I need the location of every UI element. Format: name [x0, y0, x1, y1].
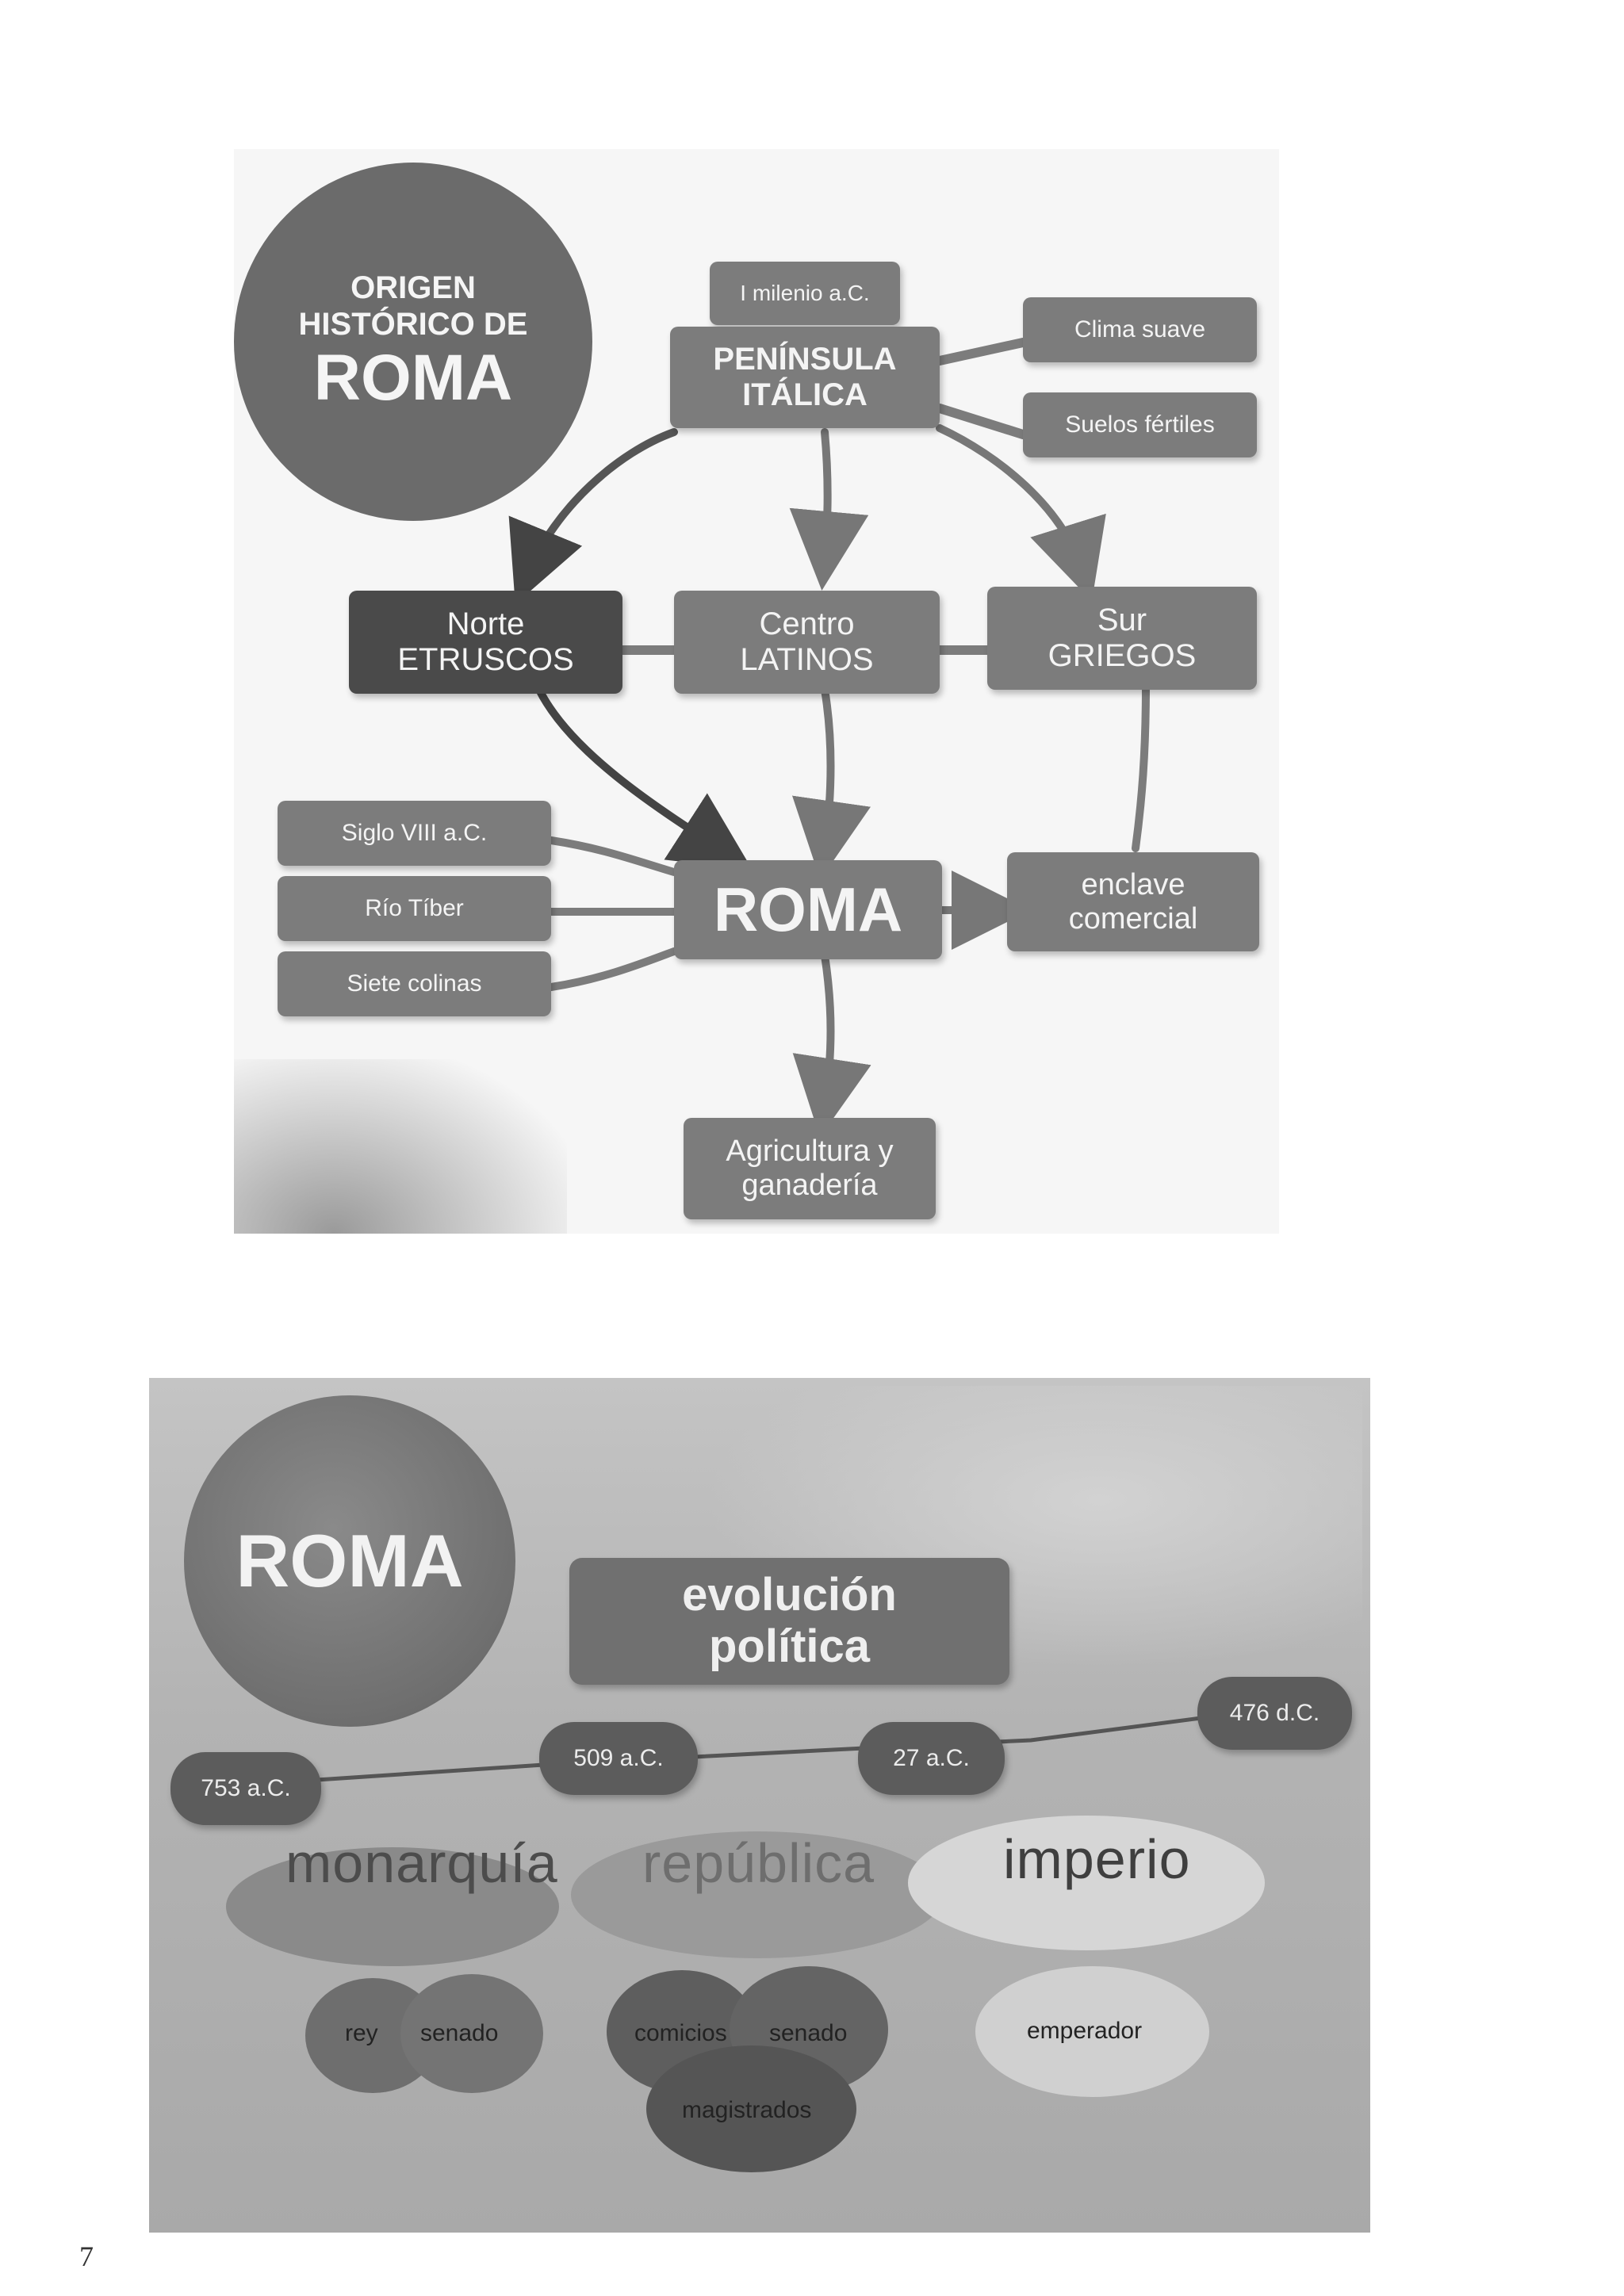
label-magistrados: magistrados — [682, 2097, 812, 2123]
imperio-blob — [908, 1816, 1265, 1950]
node-centro-latinos: Centro LATINOS — [674, 591, 940, 694]
page-number: 7 — [79, 2241, 94, 2272]
origin-title-line2: HISTÓRICO DE — [298, 306, 528, 342]
emperador-blob — [975, 1966, 1209, 2097]
senado-monarquia-blob — [400, 1974, 543, 2093]
connector-peninsula-clima — [935, 338, 1028, 365]
node-enclave-comercial: enclave comercial — [1007, 852, 1259, 951]
node-milenio: I milenio a.C. — [710, 262, 900, 325]
monarquia-blob — [226, 1847, 559, 1966]
date-27: 27 a.C. — [858, 1722, 1005, 1795]
node-norte-etruscos: Norte ETRUSCOS — [349, 591, 622, 694]
node-roma-central: ROMA — [674, 860, 942, 959]
stage-imperio: imperio — [1003, 1828, 1191, 1890]
stage-republica: república — [642, 1832, 875, 1894]
origin-title-line1: ORIGEN — [350, 270, 476, 305]
corner-shading — [234, 1059, 567, 1234]
label-senado-republica: senado — [769, 2020, 848, 2046]
republica-blob — [571, 1831, 944, 1958]
evolucion-politica-title: evolución política — [569, 1558, 1009, 1685]
node-siglo-viii: Siglo VIII a.C. — [278, 801, 551, 866]
arrow-norte-roma — [535, 686, 753, 870]
label-emperador: emperador — [1027, 2018, 1143, 2044]
node-siete-colinas: Siete colinas — [278, 951, 551, 1016]
node-sur-griegos: Sur GRIEGOS — [987, 587, 1257, 690]
arrow-peninsula-centro — [789, 428, 869, 591]
connector-peninsula-suelos — [935, 404, 1028, 439]
label-comicios: comicios — [634, 2020, 727, 2046]
label-senado-monarquia: senado — [420, 2020, 499, 2046]
roma-title-text: ROMA — [236, 1519, 464, 1602]
node-agricultura-ganaderia: Agricultura y ganadería — [684, 1118, 936, 1219]
node-clima-suave: Clima suave — [1023, 297, 1257, 362]
date-476: 476 d.C. — [1197, 1677, 1352, 1750]
arrow-centro-roma — [791, 686, 871, 880]
node-rio-tiber: Río Tíber — [278, 876, 551, 941]
arrow-peninsula-sur — [936, 424, 1106, 602]
node-peninsula-italica: PENÍNSULA ITÁLICA — [670, 327, 940, 428]
connector-sur-enclave — [1132, 682, 1150, 852]
arrow-roma-agricultura — [792, 951, 871, 1138]
arrow-peninsula-norte — [508, 428, 678, 604]
origin-title-line3: ROMA — [313, 341, 513, 414]
stage-monarquia: monarquía — [285, 1832, 558, 1894]
magistrados-blob — [646, 2045, 856, 2172]
roma-title-circle: ROMA — [184, 1395, 515, 1727]
connector-siglo-roma — [547, 836, 678, 876]
date-509: 509 a.C. — [539, 1722, 698, 1795]
label-rey: rey — [345, 2020, 378, 2046]
origin-title-circle: ORIGEN HISTÓRICO DE ROMA — [234, 163, 592, 521]
date-753: 753 a.C. — [170, 1752, 321, 1825]
node-suelos-fertiles: Suelos fértiles — [1023, 392, 1257, 457]
connector-colinas-roma — [547, 947, 678, 991]
